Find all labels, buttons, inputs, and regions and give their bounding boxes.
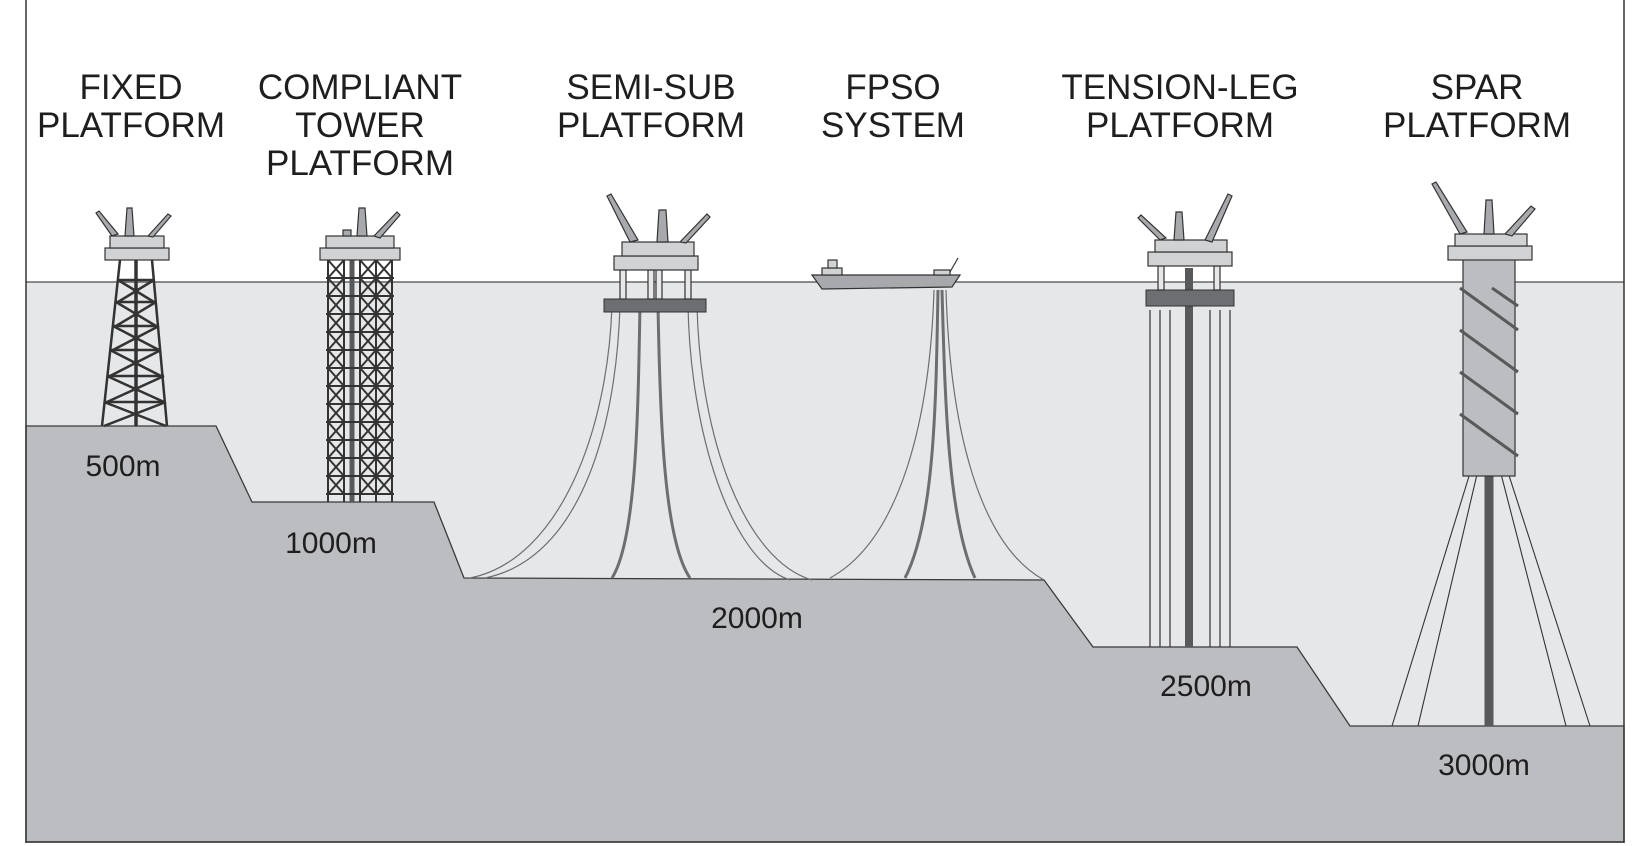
tlp-title-line-2: PLATFORM: [1086, 106, 1274, 145]
fpso-title: FPSO SYSTEM: [821, 68, 965, 145]
compliant-tower-platform: [319, 207, 401, 502]
spar-title-line-1: SPAR: [1431, 68, 1524, 107]
semi-sub-pontoon: [603, 298, 707, 313]
spar-title-line-2: PLATFORM: [1383, 106, 1571, 145]
spar-hull: [1462, 257, 1516, 477]
semi-sub-title: SEMI-SUB PLATFORM: [557, 68, 745, 145]
depth-label-2500m: 2500m: [1160, 670, 1252, 703]
fixed-jacket: [100, 259, 169, 428]
semisub-title-line-1: SEMI-SUB: [566, 68, 735, 107]
fpso-title-line-1: FPSO: [845, 68, 940, 107]
semi-sub-topside: [606, 193, 711, 271]
fixed-title-line-1: FIXED: [79, 68, 182, 107]
compliant-title-line-1: COMPLIANT: [258, 68, 462, 107]
tlp-pontoon: [1145, 289, 1235, 307]
fixed-platform: [95, 207, 172, 428]
spar-platform: [1391, 181, 1591, 727]
compliant-tower-title: COMPLIANT TOWER PLATFORM: [258, 68, 462, 183]
fpso-system: [810, 257, 1045, 581]
spar-topside: [1431, 181, 1536, 261]
depth-label-1000m: 1000m: [285, 527, 377, 560]
semi-sub-mooring-lines: [469, 304, 813, 581]
tension-leg-platform: [1137, 193, 1235, 647]
fpso-ship: [810, 257, 962, 290]
fixed-topside: [95, 207, 172, 261]
semisub-title-line-2: PLATFORM: [557, 106, 745, 145]
spar-strakes: [1459, 286, 1519, 458]
depth-label-500m: 500m: [85, 450, 160, 483]
tlp-title-line-1: TENSION-LEG: [1061, 68, 1298, 107]
fixed-platform-title: FIXED PLATFORM: [37, 68, 225, 145]
compliant-title-line-3: PLATFORM: [266, 144, 454, 183]
compliant-tower-lattice: [326, 259, 394, 502]
semi-sub-platform: [469, 193, 813, 581]
tension-leg-title: TENSION-LEG PLATFORM: [1061, 68, 1298, 145]
spar-mooring-lines: [1391, 459, 1591, 727]
tlp-topside: [1137, 193, 1233, 267]
fixed-title-line-2: PLATFORM: [37, 106, 225, 145]
depth-label-3000m: 3000m: [1438, 749, 1530, 782]
depth-label-2000m: 2000m: [711, 602, 803, 635]
compliant-title-line-2: TOWER: [295, 106, 425, 145]
fpso-mooring-lines: [829, 289, 1045, 581]
compliant-topside: [319, 207, 401, 261]
tension-legs: [1149, 268, 1231, 647]
spar-title: SPAR PLATFORM: [1383, 68, 1571, 145]
fpso-title-line-2: SYSTEM: [821, 106, 965, 145]
